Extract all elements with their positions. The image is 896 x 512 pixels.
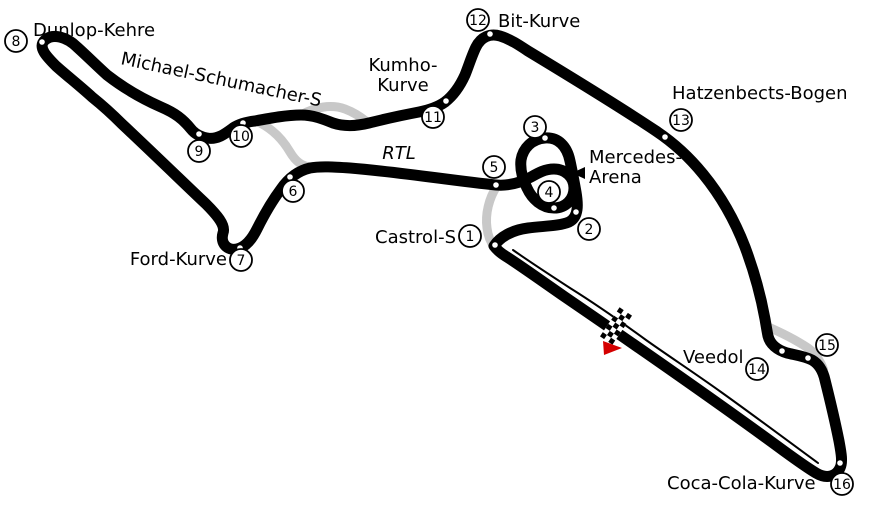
svg-text:16: 16: [833, 477, 851, 493]
svg-text:11: 11: [424, 110, 442, 126]
corner-labels: Dunlop-Kehre Michael-Schumacher-S Kumho-…: [33, 11, 848, 494]
corner-badge-15: 15: [815, 333, 839, 357]
corner-badge-12: 12: [466, 8, 490, 32]
corner-badge-7: 7: [229, 248, 253, 272]
svg-text:15: 15: [818, 338, 836, 354]
label-mercedes-arena-line2: Arena: [589, 167, 642, 188]
corner-dot: [487, 31, 493, 37]
corner-badge-4: 4: [537, 180, 561, 204]
corner-badge-1: 1: [458, 224, 482, 248]
label-coca-cola-kurve: Coca-Cola-Kurve: [667, 473, 816, 494]
svg-text:14: 14: [748, 362, 766, 378]
start-finish-checker: [599, 307, 633, 345]
corner-dot: [573, 209, 579, 215]
red-flag-icon: [603, 341, 622, 355]
corner-badge-8: 8: [4, 29, 28, 53]
corner-badges: 1 2 3 4 5 6 7 8 9 10 11 12: [4, 8, 854, 496]
corner-badge-11: 11: [421, 105, 445, 129]
corner-dot: [542, 135, 548, 141]
corner-dot: [805, 355, 811, 361]
svg-text:2: 2: [585, 222, 594, 238]
corner-dot: [551, 205, 557, 211]
mercedes-arena-arrow-icon: [572, 167, 585, 179]
corner-badge-16: 16: [830, 472, 854, 496]
svg-text:7: 7: [237, 253, 246, 269]
corner-dot: [662, 134, 668, 140]
corner-badge-10: 10: [229, 124, 253, 148]
label-kumho-kurve-line1: Kumho-: [368, 55, 437, 76]
corner-badge-13: 13: [669, 108, 693, 132]
corner-dot: [492, 242, 498, 248]
label-castrol-s: Castrol-S: [375, 227, 456, 248]
alt-route-schumacher-chicane: [298, 102, 370, 126]
svg-text:13: 13: [672, 113, 690, 129]
label-rtl: RTL: [382, 143, 416, 164]
corner-dot: [443, 98, 449, 104]
label-hatzenbach-bogen: Hatzenbects-Bogen: [672, 83, 848, 104]
svg-text:8: 8: [12, 34, 21, 50]
pit-lane-path: [512, 249, 819, 464]
corner-dot: [493, 182, 499, 188]
corner-dot: [837, 460, 843, 466]
corner-badge-14: 14: [745, 357, 769, 381]
corner-dot: [287, 174, 293, 180]
corner-dot: [39, 39, 45, 45]
svg-text:10: 10: [232, 129, 250, 145]
svg-text:9: 9: [195, 144, 204, 160]
svg-text:1: 1: [466, 229, 475, 245]
svg-text:12: 12: [469, 13, 487, 29]
label-veedol: Veedol: [683, 347, 744, 368]
corner-dot: [196, 131, 202, 137]
corner-badge-3: 3: [523, 115, 547, 139]
corner-badge-6: 6: [281, 179, 305, 203]
alt-route-link-turn6: [254, 116, 311, 172]
svg-text:5: 5: [490, 160, 499, 176]
svg-text:4: 4: [545, 185, 554, 201]
label-mercedes-arena-line1: Mercedes-: [589, 147, 682, 168]
svg-text:6: 6: [289, 184, 298, 200]
corner-badge-2: 2: [577, 217, 601, 241]
label-kumho-kurve-line2: Kurve: [377, 75, 428, 96]
corner-badge-5: 5: [482, 155, 506, 179]
label-dunlop-kehre: Dunlop-Kehre: [33, 20, 155, 41]
corner-dot: [779, 348, 785, 354]
corner-badge-9: 9: [187, 139, 211, 163]
label-bit-kurve: Bit-Kurve: [498, 11, 580, 32]
label-ford-kurve: Ford-Kurve: [130, 249, 227, 270]
svg-text:3: 3: [531, 120, 540, 136]
